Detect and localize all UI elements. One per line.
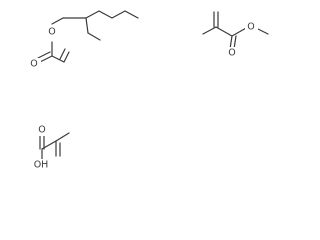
structure-canvas: O O O O [28,10,269,171]
bond-vinyl-double-inner [59,48,66,60]
bond-carbonyl-o-2 [37,51,51,59]
bond-butyl-3 [111,10,126,19]
bond-mma-methyl [202,26,217,35]
molecule-methacrylic-acid: O OH [32,124,70,171]
atom-maa-hydroxyl: OH [34,160,49,171]
bond-butyl-2 [98,10,113,19]
bond-branch-ethyl-1 [85,17,89,34]
bond-maa-carbonyl-c [41,140,57,150]
atom-maa-carbonyl-oxygen: O [38,125,45,136]
bond-maa-methyl [55,132,70,142]
atom-ester-oxygen: O [48,27,55,38]
molecule-methyl-methacrylate: O O [202,11,269,59]
atom-carbonyl-oxygen: O [30,59,37,70]
bond-mma-carbonyl-o-1 [229,35,233,50]
bond-carbonyl-o-1 [39,55,53,63]
structure-diagram: O O O O [28,10,269,171]
atom-mma-ester-oxygen: O [247,22,254,33]
bond-ethyl-2 [87,32,101,41]
bond-ester-o-ch2 [51,17,64,25]
bond-ch-carbonyl [51,55,65,63]
atom-mma-carbonyl-oxygen: O [228,48,235,59]
bond-mma-c-carbonyl [215,26,233,37]
bond-vinyl-ch2-ch [63,51,70,63]
bond-branch-butyl-1 [85,10,100,19]
bond-butyl-4 [124,10,139,19]
molecule-2-ethylhexyl-acrylate: O O [28,10,139,70]
bond-mma-carbonyl-o-2 [233,35,237,50]
